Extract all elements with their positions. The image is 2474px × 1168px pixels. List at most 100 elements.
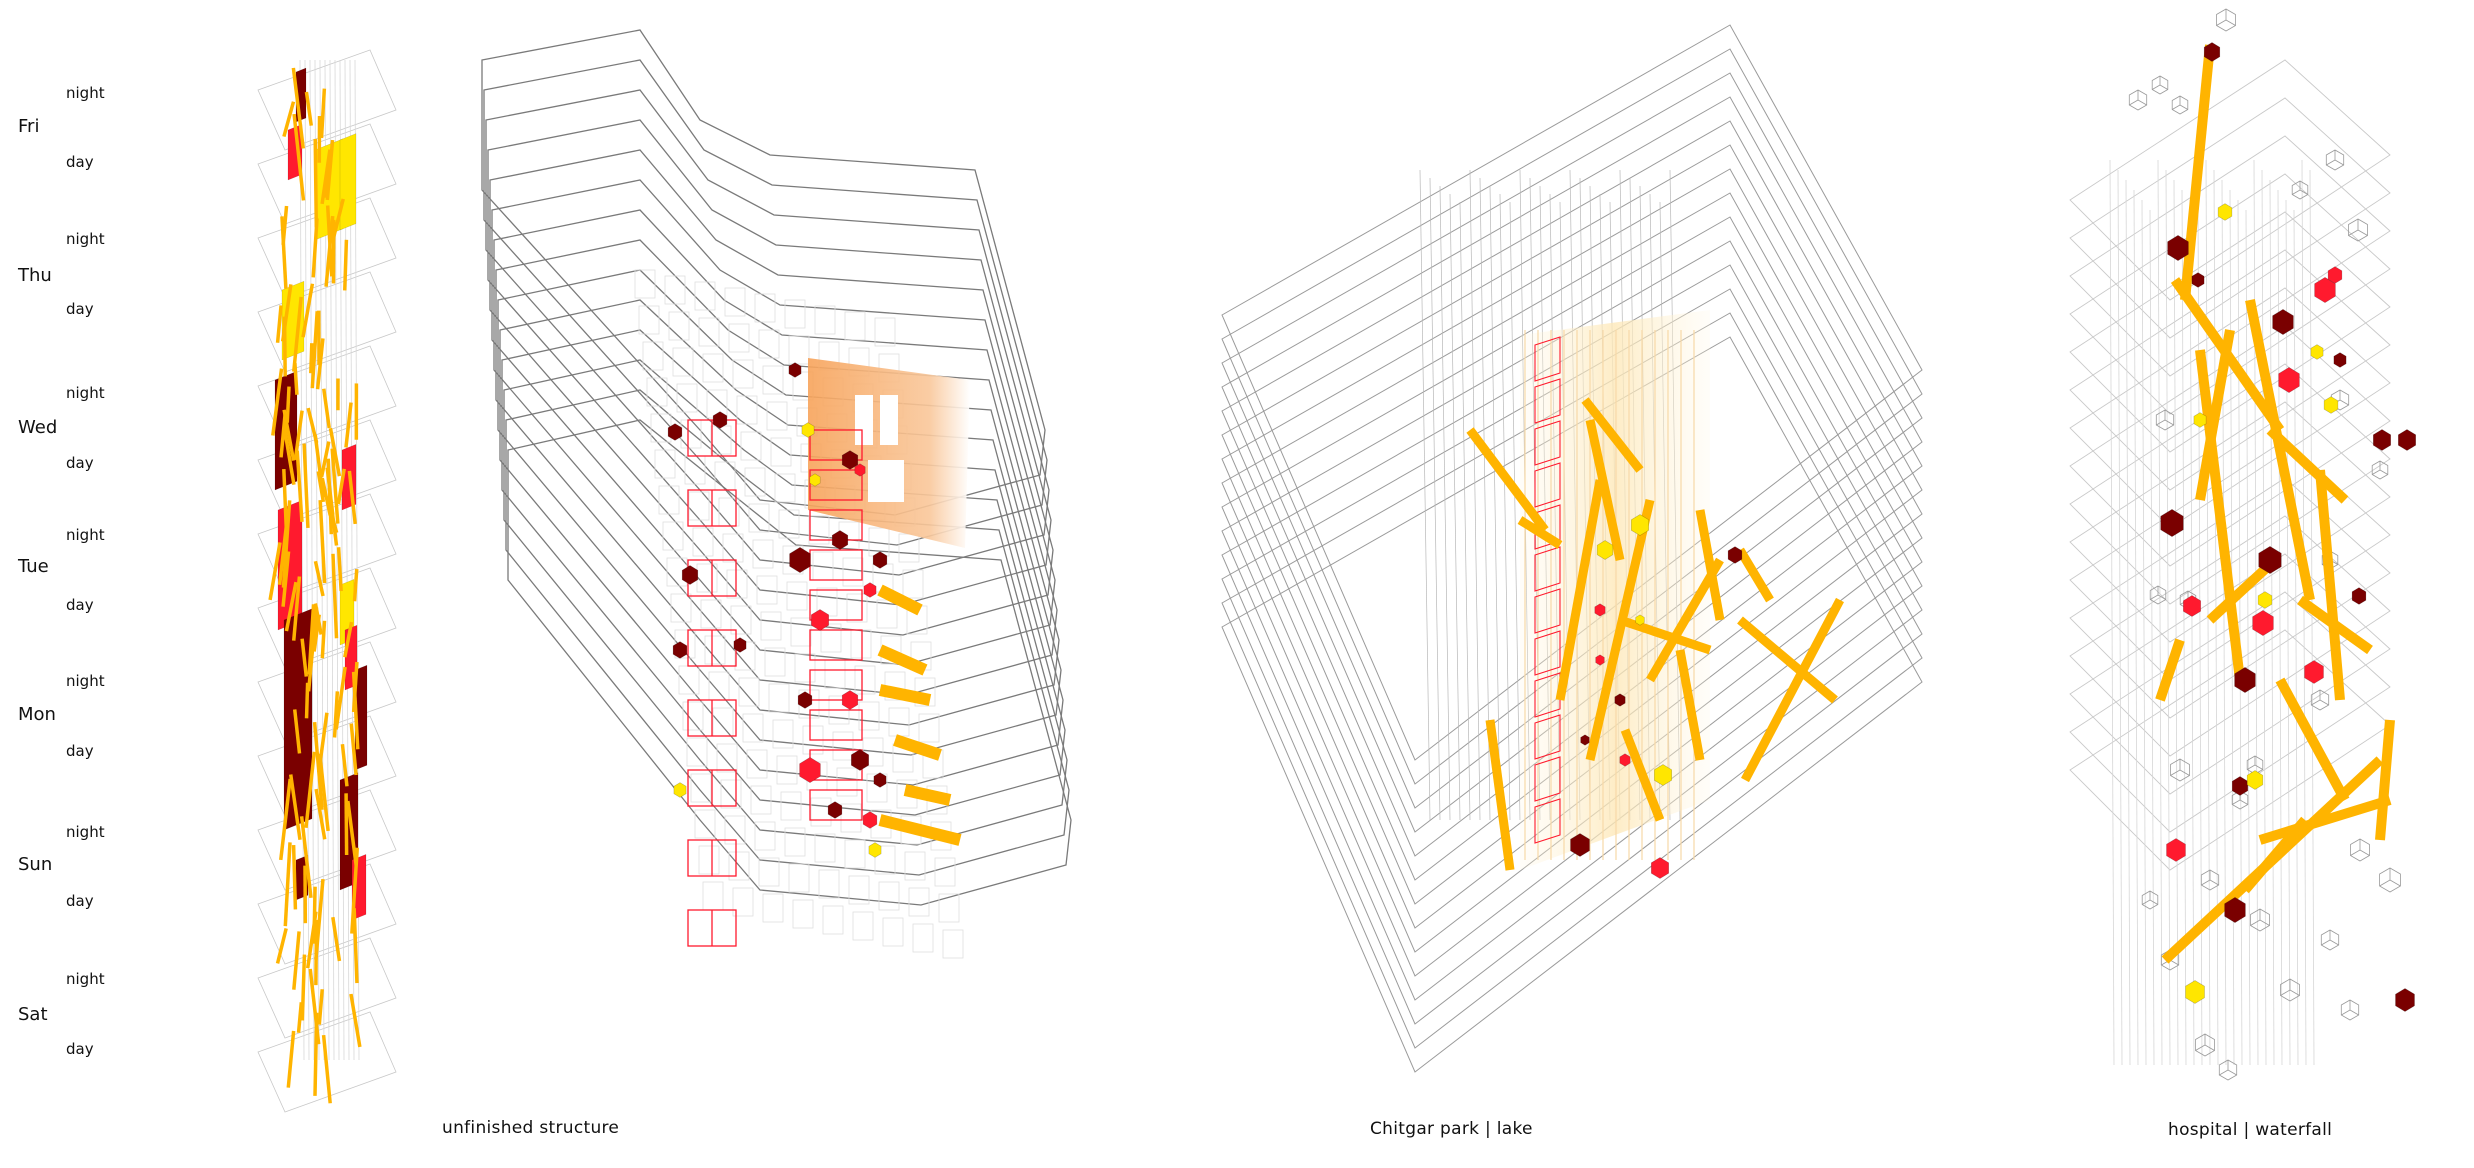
- activity-beam: [330, 448, 340, 524]
- structure-cell: [698, 317, 720, 347]
- structure-cell: [740, 431, 762, 461]
- hex-block: [797, 691, 813, 709]
- wire-cube-edge: [2156, 419, 2166, 426]
- activity-beam: [878, 814, 962, 846]
- wire-line: [1489, 185, 1501, 821]
- column-line: [2189, 199, 2195, 1066]
- wire-cube-edge: [2152, 84, 2161, 90]
- wire-cube-edge: [2195, 1044, 2206, 1051]
- hex-block: [799, 757, 821, 783]
- activity-beam: [903, 784, 952, 806]
- schedule-tower: [257, 49, 397, 1113]
- hex-block: [2351, 587, 2367, 605]
- structure-cell: [942, 929, 964, 959]
- activity-beam: [331, 553, 339, 639]
- activity-beam: [286, 1030, 296, 1088]
- activity-beam: [1581, 397, 1644, 473]
- structure-cell: [762, 893, 784, 923]
- hex-block: [2395, 988, 2415, 1012]
- hex-block: [1635, 614, 1645, 626]
- activity-beam: [308, 968, 321, 1045]
- wire-cube: [2310, 689, 2330, 711]
- hex-block: [809, 473, 821, 487]
- day-label-mon: Mon: [18, 704, 56, 725]
- activity-beam: [2315, 469, 2345, 701]
- activity-beam: [1585, 419, 1625, 561]
- structure-cell: [912, 923, 934, 953]
- floor-plate: [1221, 72, 1923, 809]
- activity-beam: [291, 845, 298, 910]
- hex-block: [2224, 897, 2246, 923]
- floor-plate: [2069, 97, 2391, 339]
- floor-outline: [501, 329, 1066, 816]
- activity-beam: [315, 338, 325, 390]
- structure-cell: [720, 779, 742, 809]
- activity-beam: [2155, 638, 2185, 702]
- activity-beam: [2266, 426, 2349, 504]
- hex-block: [673, 782, 687, 798]
- structure-cell: [774, 473, 796, 503]
- activity-beam: [313, 434, 326, 498]
- activity-beam: [318, 500, 327, 584]
- hex-block: [2203, 42, 2221, 62]
- hex-block: [2272, 309, 2294, 335]
- structure-cell: [748, 503, 770, 533]
- floor-plate: [2069, 477, 2391, 719]
- structure-cell: [794, 653, 816, 683]
- structure-cell: [842, 557, 864, 587]
- structure-cell: [866, 773, 888, 803]
- structure-cell: [874, 317, 896, 347]
- floor-outline: [507, 419, 1072, 906]
- wire-cube-edge: [2170, 769, 2181, 776]
- tower-line: [304, 59, 310, 1061]
- hex-block: [1651, 857, 1669, 879]
- activity-beam: [295, 450, 304, 522]
- structure-cell: [766, 401, 788, 431]
- column-line: [2157, 159, 2163, 1066]
- structure-cell: [674, 629, 696, 659]
- structure-cell: [682, 701, 704, 731]
- floor-plate: [257, 123, 397, 225]
- floor-outline: [499, 299, 1064, 786]
- activity-beam: [304, 91, 314, 126]
- wire-line: [1509, 201, 1521, 821]
- structure-cell: [882, 917, 904, 947]
- structure-cell: [754, 821, 776, 851]
- floor-plate: [1221, 96, 1923, 833]
- floor-outline: [483, 59, 1048, 546]
- activity-beam: [300, 954, 307, 1021]
- structure-cell: [642, 341, 664, 371]
- wire-cube: [2216, 8, 2236, 32]
- night-label-sat: night: [66, 970, 105, 988]
- floor-plate: [2069, 211, 2391, 453]
- wire-cube-edge: [2311, 699, 2321, 706]
- red-frame: [809, 589, 863, 621]
- unfinished-structure-diagram: [481, 29, 1072, 959]
- wire-line: [1449, 193, 1461, 821]
- activity-beam: [344, 793, 349, 855]
- floor-outline: [503, 359, 1068, 846]
- structure-cell: [832, 731, 854, 761]
- floor-plate: [2069, 249, 2391, 491]
- column-line: [2277, 189, 2283, 1066]
- structure-cell: [712, 707, 734, 737]
- hex-block: [2310, 344, 2324, 360]
- hex-block: [2185, 980, 2205, 1004]
- structure-cell: [664, 275, 686, 305]
- structure-cell: [824, 659, 846, 689]
- activity-beam: [304, 751, 317, 828]
- column-line: [2125, 179, 2131, 1066]
- red-frame: [1534, 336, 1561, 382]
- floor-plate: [257, 271, 397, 373]
- activity-beam: [1737, 616, 1838, 704]
- activity-beam: [275, 928, 288, 964]
- activity-beam: [279, 778, 292, 861]
- activity-beam: [282, 409, 296, 461]
- hex-block: [2167, 235, 2189, 261]
- activity-beam: [310, 311, 319, 389]
- daytime-label-wed: day: [66, 454, 94, 472]
- activity-beam: [284, 581, 298, 632]
- activity-beam: [346, 800, 358, 866]
- activity-beam: [285, 386, 291, 423]
- floor-plate: [257, 863, 397, 965]
